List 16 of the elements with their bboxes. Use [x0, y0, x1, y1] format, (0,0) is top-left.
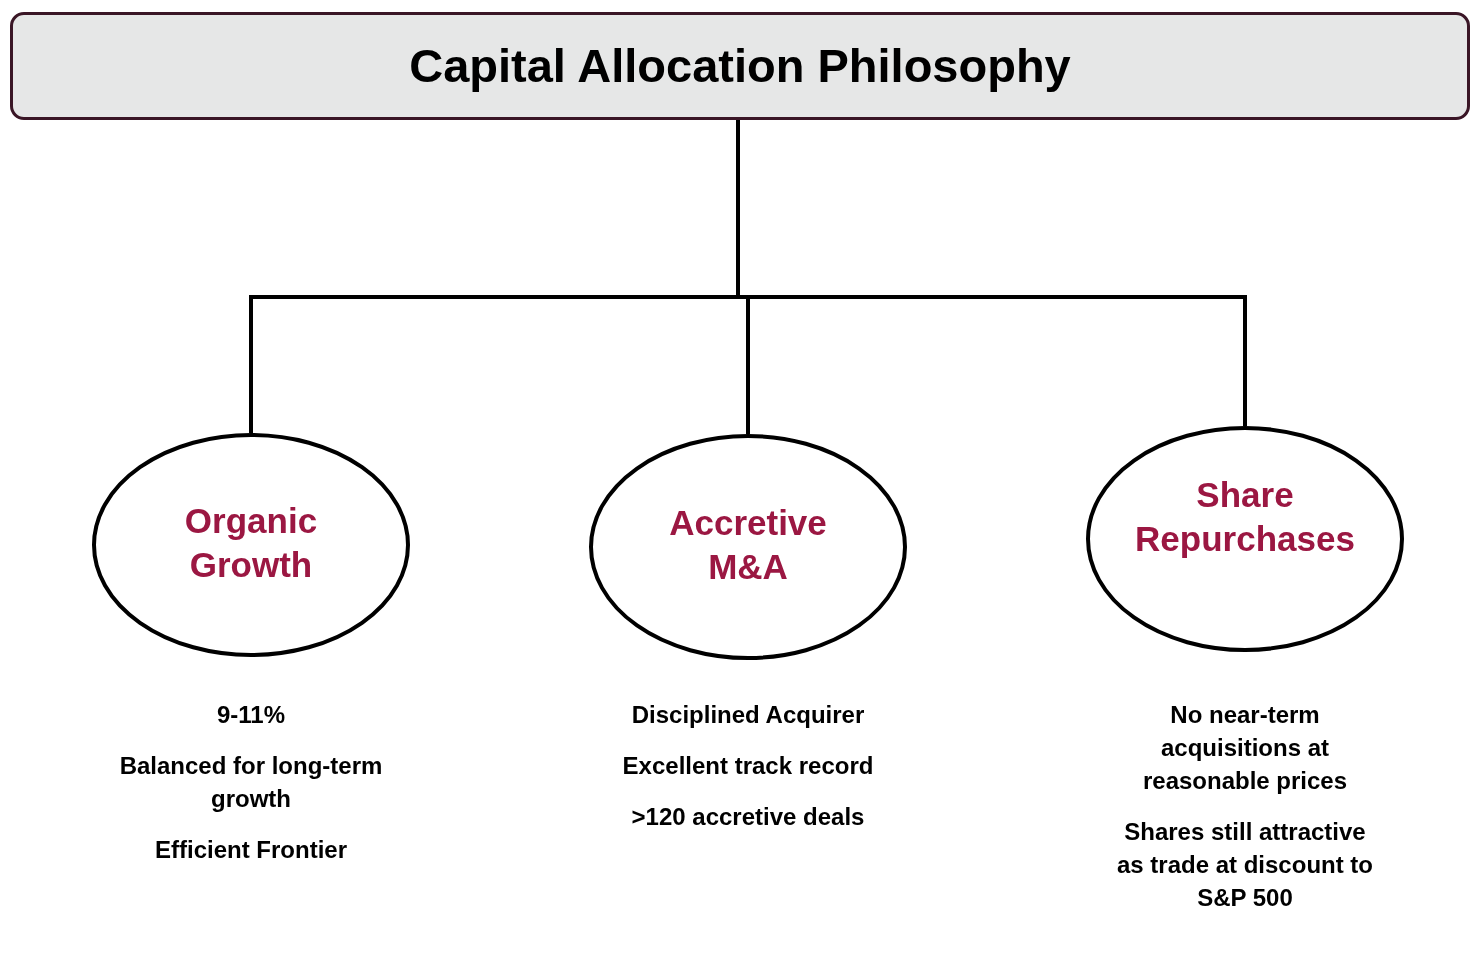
category-ellipse [92, 433, 410, 657]
detail-text: 9-11% [215, 700, 287, 730]
category-ellipse [589, 434, 907, 660]
category-label: Accretive M&A [668, 502, 828, 588]
detail-text: Disciplined Acquirer [630, 700, 866, 730]
title-text: Capital Allocation Philosophy [409, 37, 1071, 94]
category-ellipse [1086, 426, 1404, 652]
detail-text: Efficient Frontier [154, 835, 348, 865]
detail-text: >120 accretive deals [630, 802, 866, 832]
category-label: Share Repurchases [1134, 474, 1356, 560]
detail-text: Shares still attractive as trade at discount to S&P 500 [1115, 817, 1374, 913]
detail-text: No near-term acquisitions at reasonable prices [1141, 700, 1349, 796]
category-label: Organic Growth [183, 500, 319, 586]
title-banner [10, 12, 1470, 120]
detail-text: Balanced for long-term growth [118, 751, 384, 814]
detail-text: Excellent track record [621, 751, 875, 781]
